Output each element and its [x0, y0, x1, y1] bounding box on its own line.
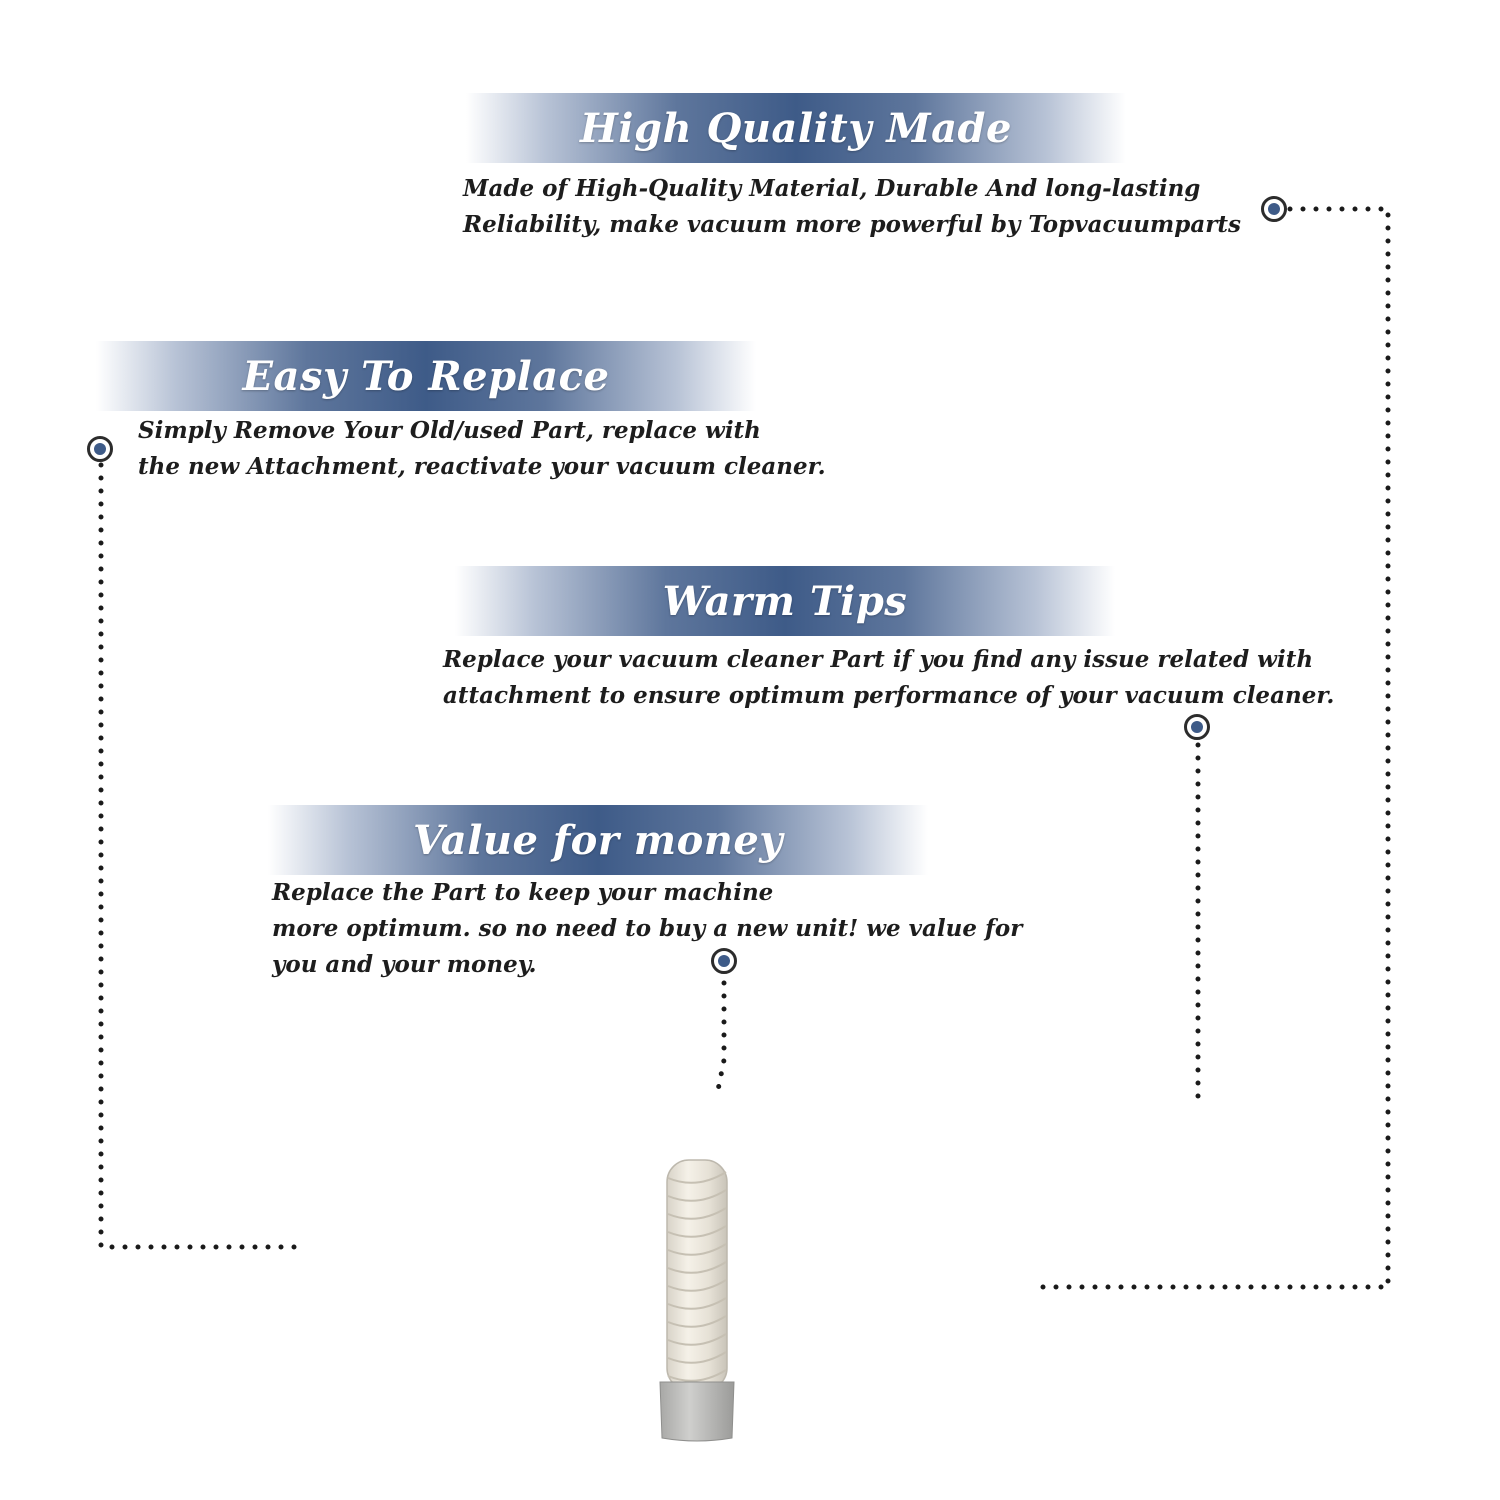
connector-value-money — [715, 980, 727, 1093]
vacuum-hose-icon — [659, 1159, 735, 1442]
description-line: Replace the Part to keep your machine — [272, 879, 774, 906]
bullet-marker-icon — [1184, 714, 1210, 740]
banner-title: Easy To Replace — [242, 352, 610, 400]
description-line: attachment to ensure optimum performance… — [443, 682, 1335, 709]
description-easy-replace: Simply Remove Your Old/used Part, replac… — [138, 413, 826, 485]
description-line: more optimum. so no need to buy a new un… — [272, 915, 1023, 942]
description-warm-tips: Replace your vacuum cleaner Part if you … — [443, 642, 1334, 714]
description-line: Simply Remove Your Old/used Part, replac… — [138, 417, 761, 444]
banner-easy-replace: Easy To Replace — [96, 341, 756, 411]
bullet-marker-icon — [87, 436, 113, 462]
bullet-marker-icon — [711, 948, 737, 974]
connector-easy-replace — [98, 462, 299, 1250]
description-high-quality: Made of High-Quality Material, Durable A… — [463, 171, 1241, 243]
description-line: Reliability, make vacuum more powerful b… — [463, 211, 1241, 238]
description-line: Replace your vacuum cleaner Part if you … — [443, 646, 1314, 673]
banner-title: High Quality Made — [580, 104, 1012, 152]
description-line: the new Attachment, reactivate your vacu… — [138, 453, 826, 480]
bullet-marker-icon — [1261, 196, 1287, 222]
connector-high-quality — [1033, 206, 1391, 1290]
banner-warm-tips: Warm Tips — [455, 566, 1115, 636]
banner-title: Value for money — [412, 816, 784, 864]
banner-high-quality: High Quality Made — [466, 93, 1126, 163]
description-line: Made of High-Quality Material, Durable A… — [463, 175, 1201, 202]
description-value-money: Replace the Part to keep your machine mo… — [272, 875, 1022, 983]
banner-value-money: Value for money — [268, 805, 928, 875]
banner-title: Warm Tips — [662, 577, 908, 625]
product-image — [640, 1150, 740, 1454]
description-line: you and your money. — [272, 951, 537, 978]
